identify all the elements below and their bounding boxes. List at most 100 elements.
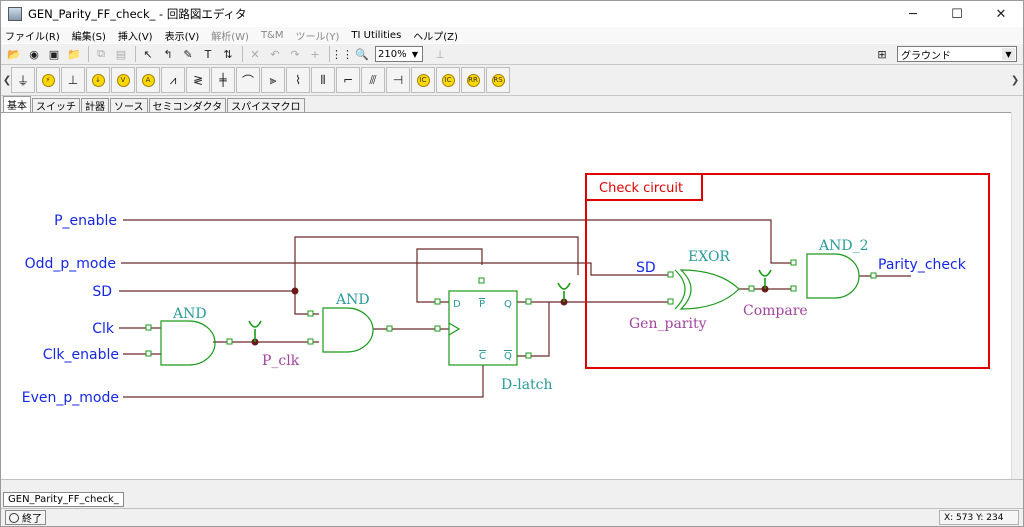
latch-pin-c: C: [479, 351, 486, 362]
voltage-source-icon[interactable]: ⚡: [36, 67, 60, 93]
close-button[interactable]: ✕: [995, 6, 1007, 22]
pin-marker: [525, 298, 532, 305]
menu-ti-utilities[interactable]: TI Utilities: [351, 29, 402, 41]
gate-labels: AND AND EXOR AND_2 D-latch: [172, 238, 869, 393]
net-label-gen-parity: Gen_parity: [629, 316, 707, 332]
toolbar-separator: [88, 46, 89, 62]
paste-icon[interactable]: ▤: [115, 47, 127, 61]
end-button[interactable]: 終了: [5, 510, 46, 525]
undo-icon[interactable]: ↶: [270, 47, 280, 61]
transformer-icon[interactable]: ⌇: [286, 67, 310, 93]
capacitor-icon[interactable]: ╪: [211, 67, 235, 93]
net-label-sd: SD: [636, 260, 656, 276]
input-labels: P_enable Odd_p_mode SD Clk Clk_enable Ev…: [22, 213, 119, 406]
menu-tools[interactable]: ツール(Y): [295, 31, 340, 43]
redo-icon[interactable]: ↷: [290, 47, 300, 61]
wire-feedback-d[interactable]: [416, 248, 483, 303]
voltmeter-icon[interactable]: V: [111, 67, 135, 93]
tab-switch[interactable]: スイッチ: [32, 98, 80, 113]
coupled-inductor-icon[interactable]: ⫴: [311, 67, 335, 93]
tab-sources[interactable]: ソース: [110, 98, 148, 113]
label-sd: SD: [92, 284, 112, 300]
open-file-icon[interactable]: 📁: [67, 47, 81, 61]
battery-icon[interactable]: ⊥: [61, 67, 85, 93]
ic-source-icon[interactable]: IC: [411, 67, 435, 93]
menu-help[interactable]: ヘルプ(Z): [413, 31, 458, 43]
text-icon[interactable]: T: [204, 47, 212, 61]
menu-analysis[interactable]: 解析(W): [211, 31, 249, 43]
flip-icon[interactable]: ⇅: [223, 47, 233, 61]
probe-q-icon[interactable]: [557, 282, 571, 302]
wire-even-p-mode[interactable]: [123, 365, 484, 398]
rs-source-icon[interactable]: RS: [486, 67, 510, 93]
current-source-icon[interactable]: ↓: [86, 67, 110, 93]
menu-insert[interactable]: 挿入(V): [117, 31, 153, 43]
layer-selector-area: ⊞ グラウンド ▼: [873, 45, 1017, 63]
resistor-vertical-icon[interactable]: ≷: [186, 67, 210, 93]
pointer-icon[interactable]: ↖: [143, 47, 153, 61]
save-icon[interactable]: ▣: [48, 47, 60, 61]
tab-meters[interactable]: 計器: [81, 98, 109, 113]
ammeter-icon[interactable]: A: [136, 67, 160, 93]
resistor-icon[interactable]: ⩘: [161, 67, 185, 93]
pencil-icon[interactable]: ✎: [183, 47, 193, 61]
rr-source-icon[interactable]: RR: [461, 67, 485, 93]
d-latch-box[interactable]: [448, 290, 518, 366]
potentiometer-icon[interactable]: ⫻: [361, 67, 385, 93]
menu-view[interactable]: 表示(V): [164, 31, 200, 43]
grid-icon[interactable]: ⋮⋮: [331, 47, 353, 61]
menu-file[interactable]: ファイル(R): [5, 31, 60, 43]
vertical-scrollbar[interactable]: [1011, 112, 1023, 479]
probe-icon[interactable]: ⊥: [435, 47, 445, 61]
wire-icon[interactable]: ↰: [163, 47, 173, 61]
net-label-p-clk: P_clk: [262, 353, 300, 369]
wire-p-enable[interactable]: [123, 219, 791, 264]
probe-compare-icon[interactable]: [758, 269, 772, 289]
wire-sd-up[interactable]: [294, 236, 579, 291]
copy-icon[interactable]: ⧉: [97, 47, 105, 60]
and-gate-1[interactable]: [160, 320, 216, 366]
wire-sd[interactable]: [119, 290, 319, 315]
zoom-value: 210%: [378, 48, 407, 60]
crosshair-icon[interactable]: +: [310, 47, 320, 61]
open-folder-icon[interactable]: 📂: [7, 47, 21, 61]
and-gate-3[interactable]: [806, 253, 860, 299]
maximize-button[interactable]: ☐: [951, 6, 963, 22]
label-clk: Clk: [92, 321, 115, 337]
tab-basic[interactable]: 基本: [3, 96, 31, 112]
layer-icon[interactable]: ⊞: [877, 47, 887, 61]
scroll-right-icon[interactable]: ❯: [1010, 74, 1020, 86]
minimize-button[interactable]: ─: [909, 6, 917, 22]
delete-icon[interactable]: ✕: [250, 47, 260, 61]
zoom-select[interactable]: 210% ▼: [375, 46, 423, 62]
menu-edit[interactable]: 編集(S): [71, 31, 106, 43]
check-circuit-box[interactable]: [585, 173, 990, 369]
ground-icon[interactable]: ⏚: [11, 67, 35, 93]
pin-marker: [434, 298, 441, 305]
switch-icon[interactable]: ⌐: [336, 67, 360, 93]
net-label-compare: Compare: [743, 303, 808, 319]
globe-icon[interactable]: ◉: [29, 47, 39, 61]
and-gate-2[interactable]: [322, 307, 374, 353]
probe-pclk-icon[interactable]: [248, 320, 262, 342]
end-label: 終了: [22, 514, 42, 525]
ic-current-icon[interactable]: IC: [436, 67, 460, 93]
tab-semiconductor[interactable]: セミコンダクタ: [148, 98, 227, 113]
gates: [160, 253, 860, 366]
inductor-icon[interactable]: ⌒: [236, 67, 260, 93]
gate-label-and1: AND: [172, 306, 207, 322]
scroll-left-icon[interactable]: ❮: [2, 74, 12, 86]
wire-odd-p-mode[interactable]: [121, 262, 671, 276]
zoom-icon[interactable]: 🔍: [355, 47, 369, 61]
wire-qbar-feedback[interactable]: [517, 302, 550, 357]
menu-tm[interactable]: T&M: [260, 29, 284, 41]
diode-icon[interactable]: ⊣: [386, 67, 410, 93]
pin-marker: [145, 350, 152, 357]
layer-select[interactable]: グラウンド ▼: [897, 46, 1017, 62]
capacitor-polar-icon[interactable]: ⫸: [261, 67, 285, 93]
tab-spice-macro[interactable]: スパイスマクロ: [227, 98, 305, 113]
pin-marker: [307, 310, 314, 317]
sheet-tab[interactable]: GEN_Parity_FF_check_: [3, 492, 124, 507]
xor-gate[interactable]: [674, 269, 740, 310]
schematic-canvas[interactable]: P_enable Odd_p_mode SD Clk Clk_enable Ev…: [1, 112, 1011, 479]
